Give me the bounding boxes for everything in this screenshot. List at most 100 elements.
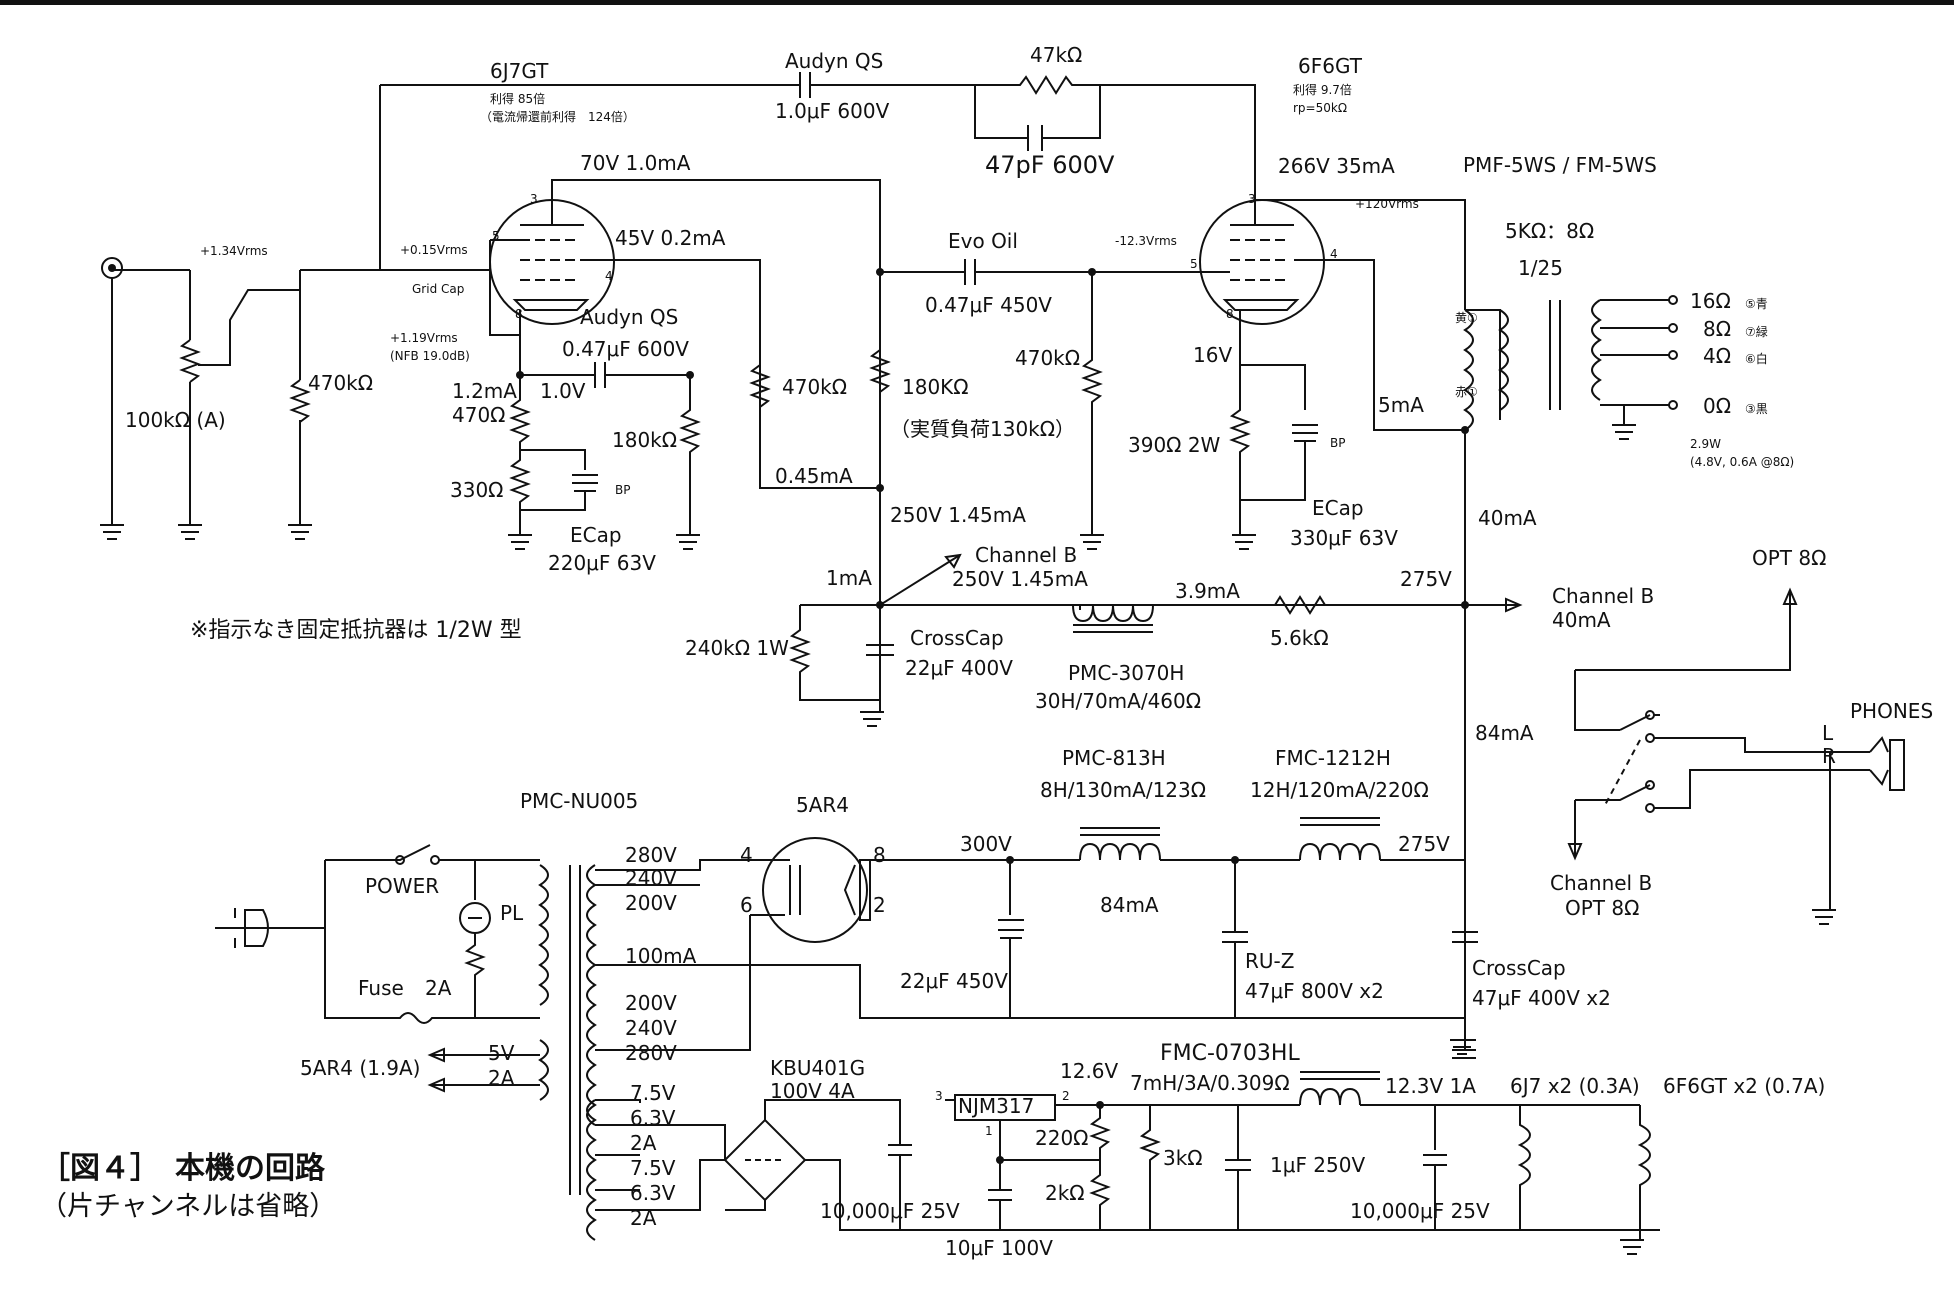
label-t75b: 7.5V [630,1156,676,1180]
label-tap8: 8Ω [1703,317,1731,341]
label-opt-pwr2: (4.8V, 0.6A @8Ω) [1690,455,1794,469]
label-nfb-db: (NFB 19.0dB) [390,349,470,363]
label-470k-in: 470kΩ [308,371,373,395]
label-pin8: 8 [873,843,886,867]
resistor-note: ※指示なき固定抵抗器は 1/2W 型 [190,618,522,643]
label-v1-pin8: 8 [515,307,523,321]
label-6j7-screen: 45V 0.2mA [615,226,726,250]
label-jack-r: R [1822,744,1836,768]
label-v1-pin3: 3 [530,192,538,206]
label-bridge-val: 100V 4A [770,1079,855,1103]
label-6f6gt: 6F6GT [1298,54,1363,78]
label-grid-level: +0.15Vrms [400,243,468,257]
label-choke1: PMC-3070H [1068,661,1184,685]
label-10000a: 10,000μF 25V [820,1199,960,1223]
label-47k: 47kΩ [1030,43,1082,67]
label-t75: 7.5V [630,1081,676,1105]
label-crosscap1-val: 22μF 400V [905,656,1013,680]
label-100ma: 100mA [625,944,697,968]
label-opt-ratio: 5KΩ：8Ω [1505,219,1594,243]
label-470: 470Ω [452,403,505,427]
label-opt8: OPT 8Ω [1752,546,1826,570]
label-t2a: 2A [630,1131,657,1155]
label-t2ab: 2A [630,1206,657,1230]
label-ecap1: ECap [570,523,622,547]
label-5-6k: 5.6kΩ [1270,626,1329,650]
label-choke4: FMC-0703HL [1160,1041,1300,1066]
label-v1-pin4: 4 [605,269,613,283]
label-opt-yellow: 黄① [1455,311,1478,325]
label-k-cur: 1.2mA [452,379,517,403]
power-transformer [538,864,597,1241]
label-crosscap1: CrossCap [910,626,1004,650]
label-phones: PHONES [1850,699,1933,723]
label-200b: 200V [625,991,677,1015]
label-audyn2-val: 0.47μF 600V [562,337,689,361]
label-fuse-val: 2A [425,976,452,1000]
label-180k-plate: 180KΩ [902,375,969,399]
label-3-9ma: 3.9mA [1175,579,1240,603]
label-nfb-level: +1.19Vrms [390,331,458,345]
label-opt-red: 赤① [1455,385,1478,399]
label-heater-5ar4: 5AR4 (1.9A) [300,1056,420,1080]
label-v1-pin5: 5 [492,229,500,243]
label-180k-a: 180kΩ [612,428,677,452]
label-bp2: BP [1330,436,1345,450]
label-6f6-kv: 16V [1193,343,1232,367]
label-pin6: 6 [740,893,753,917]
label-v2-pin5: 5 [1190,257,1198,271]
label-6f6-plate: 266V 35mA [1278,154,1395,178]
label-k-v: 1.0V [540,379,586,403]
label-power: POWER [365,874,439,898]
label-6f6-rp: rp=50kΩ [1293,101,1347,115]
label-pl: PL [500,901,524,925]
label-2a: 2A [488,1066,515,1090]
label-input-level: +1.34Vrms [200,244,268,258]
label-275a: 275V [1400,567,1452,591]
label-choke3: FMC-1212H [1275,746,1391,770]
label-10000b: 10,000μF 25V [1350,1199,1490,1223]
label-opt-cur: 5mA [1378,393,1424,417]
label-choke2: PMC-813H [1062,746,1166,770]
label-choke4-val: 7mH/3A/0.309Ω [1130,1071,1290,1095]
label-tap4: 4Ω [1703,344,1731,368]
label-choke2-val: 8H/130mA/123Ω [1040,778,1206,802]
label-200: 200V [625,891,677,915]
label-tap16: 16Ω [1690,289,1731,313]
label-470k-g2: 470kΩ [1015,346,1080,370]
label-opt-turns: 1/25 [1518,256,1563,280]
label-grid-cap: Grid Cap [412,282,464,296]
label-tap0: 0Ω [1703,394,1731,418]
label-47pf: 47pF 600V [985,151,1115,179]
label-choke3-val: 12H/120mA/220Ω [1250,778,1429,802]
label-84ma-b: 84mA [1100,893,1159,917]
label-jack-l: L [1822,721,1834,745]
label-240k: 240kΩ 1W [685,636,789,660]
label-tap0-color: ③黒 [1745,402,1768,416]
label-275b: 275V [1398,832,1450,856]
label-v2-pin3: 3 [1248,192,1256,206]
label-240b: 240V [625,1016,677,1040]
label-1ma: 1mA [826,566,872,590]
figure-caption-sub: （片チャンネルは省略） [40,1191,336,1222]
label-280: 280V [625,843,677,867]
label-evo: Evo Oil [948,229,1018,253]
label-load-note: （実質負荷130kΩ） [890,417,1075,441]
label-12-6v: 12.6V [1060,1059,1119,1083]
label-chb3-opt: OPT 8Ω [1565,896,1639,920]
label-pt: PMC-NU005 [520,789,638,813]
label-280b: 280V [625,1041,677,1065]
label-22uf: 22μF 450V [900,969,1008,993]
label-2k: 2kΩ [1045,1181,1085,1205]
schematic-labels: 6J7GT 利得 85倍 （電流帰還前利得 124倍） Audyn QS 1.0… [125,43,1933,1260]
label-6j7-plate: 70V 1.0mA [580,151,691,175]
label-ruz-val: 47μF 800V x2 [1245,979,1384,1003]
label-390: 390Ω 2W [1128,433,1221,457]
label-bp1: BP [615,483,630,497]
label-pin4: 4 [740,843,753,867]
label-6f6-out: +120Vrms [1355,197,1419,211]
input-jack [101,257,123,279]
label-330: 330Ω [450,478,503,502]
label-6j7-gain2: （電流帰還前利得 124倍） [480,109,635,124]
